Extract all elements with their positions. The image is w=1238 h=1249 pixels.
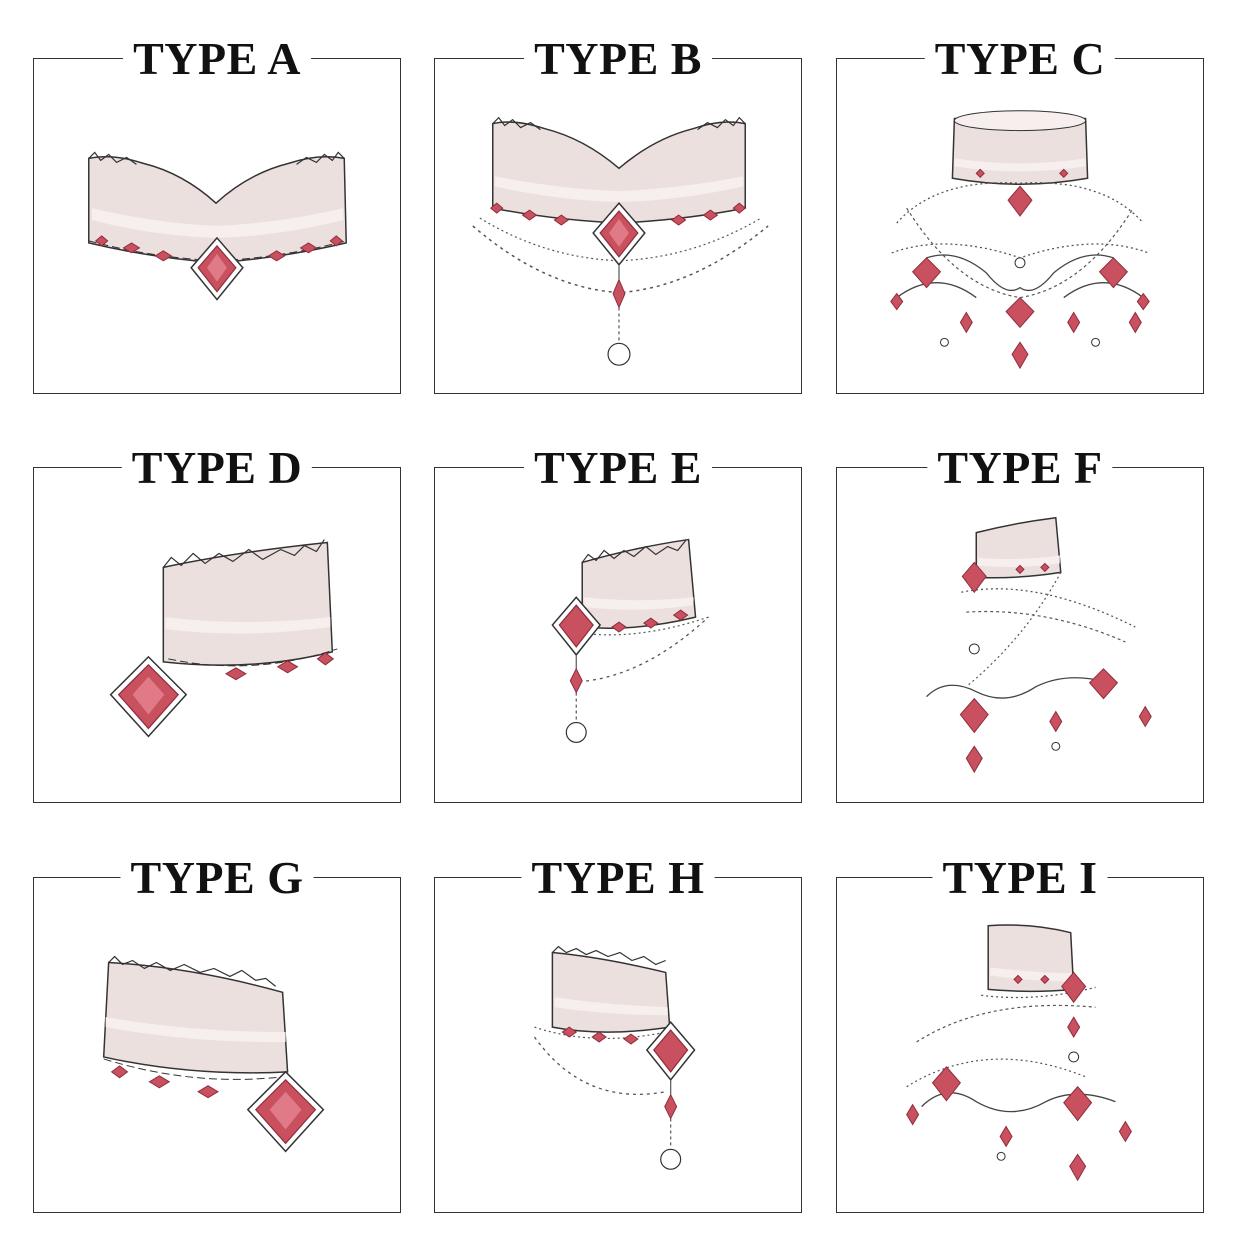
choker-side-chain-pendant-illustration [551, 538, 709, 743]
choker-side-ornate-harness-illustration [926, 516, 1152, 774]
panel-type-e: TYPE E [434, 440, 802, 803]
panel-label: TYPE C [924, 31, 1116, 87]
panel-type-h: TYPE H [434, 850, 802, 1213]
choker-side-right-ornate-harness-illustration [906, 924, 1132, 1182]
choker-side-right-chain-pendant-illustration [533, 945, 696, 1170]
panel-label: TYPE B [524, 31, 712, 87]
panel-label: TYPE G [120, 850, 314, 906]
panel-label: TYPE I [932, 850, 1108, 906]
panel-label: TYPE D [121, 440, 313, 496]
choker-front-single-gem-illustration [88, 151, 347, 301]
panel-label: TYPE E [524, 440, 712, 496]
panel-type-c: TYPE C [836, 31, 1204, 394]
panel-type-a: TYPE A [33, 31, 401, 394]
panel-type-d: TYPE D [33, 440, 401, 803]
choker-side-right-gem-illustration [102, 955, 325, 1153]
panel-type-i: TYPE I [836, 850, 1204, 1213]
panel-type-g: TYPE G [33, 850, 401, 1213]
panel-type-b: TYPE B [434, 31, 802, 394]
choker-side-left-gem-illustration [109, 539, 338, 738]
panel-label: TYPE H [521, 850, 715, 906]
choker-front-chain-pendant-illustration [472, 116, 769, 366]
panel-label: TYPE A [123, 31, 311, 87]
panel-label: TYPE F [927, 440, 1113, 496]
choker-front-ornate-harness-illustration [890, 110, 1150, 370]
panel-type-f: TYPE F [836, 440, 1204, 803]
